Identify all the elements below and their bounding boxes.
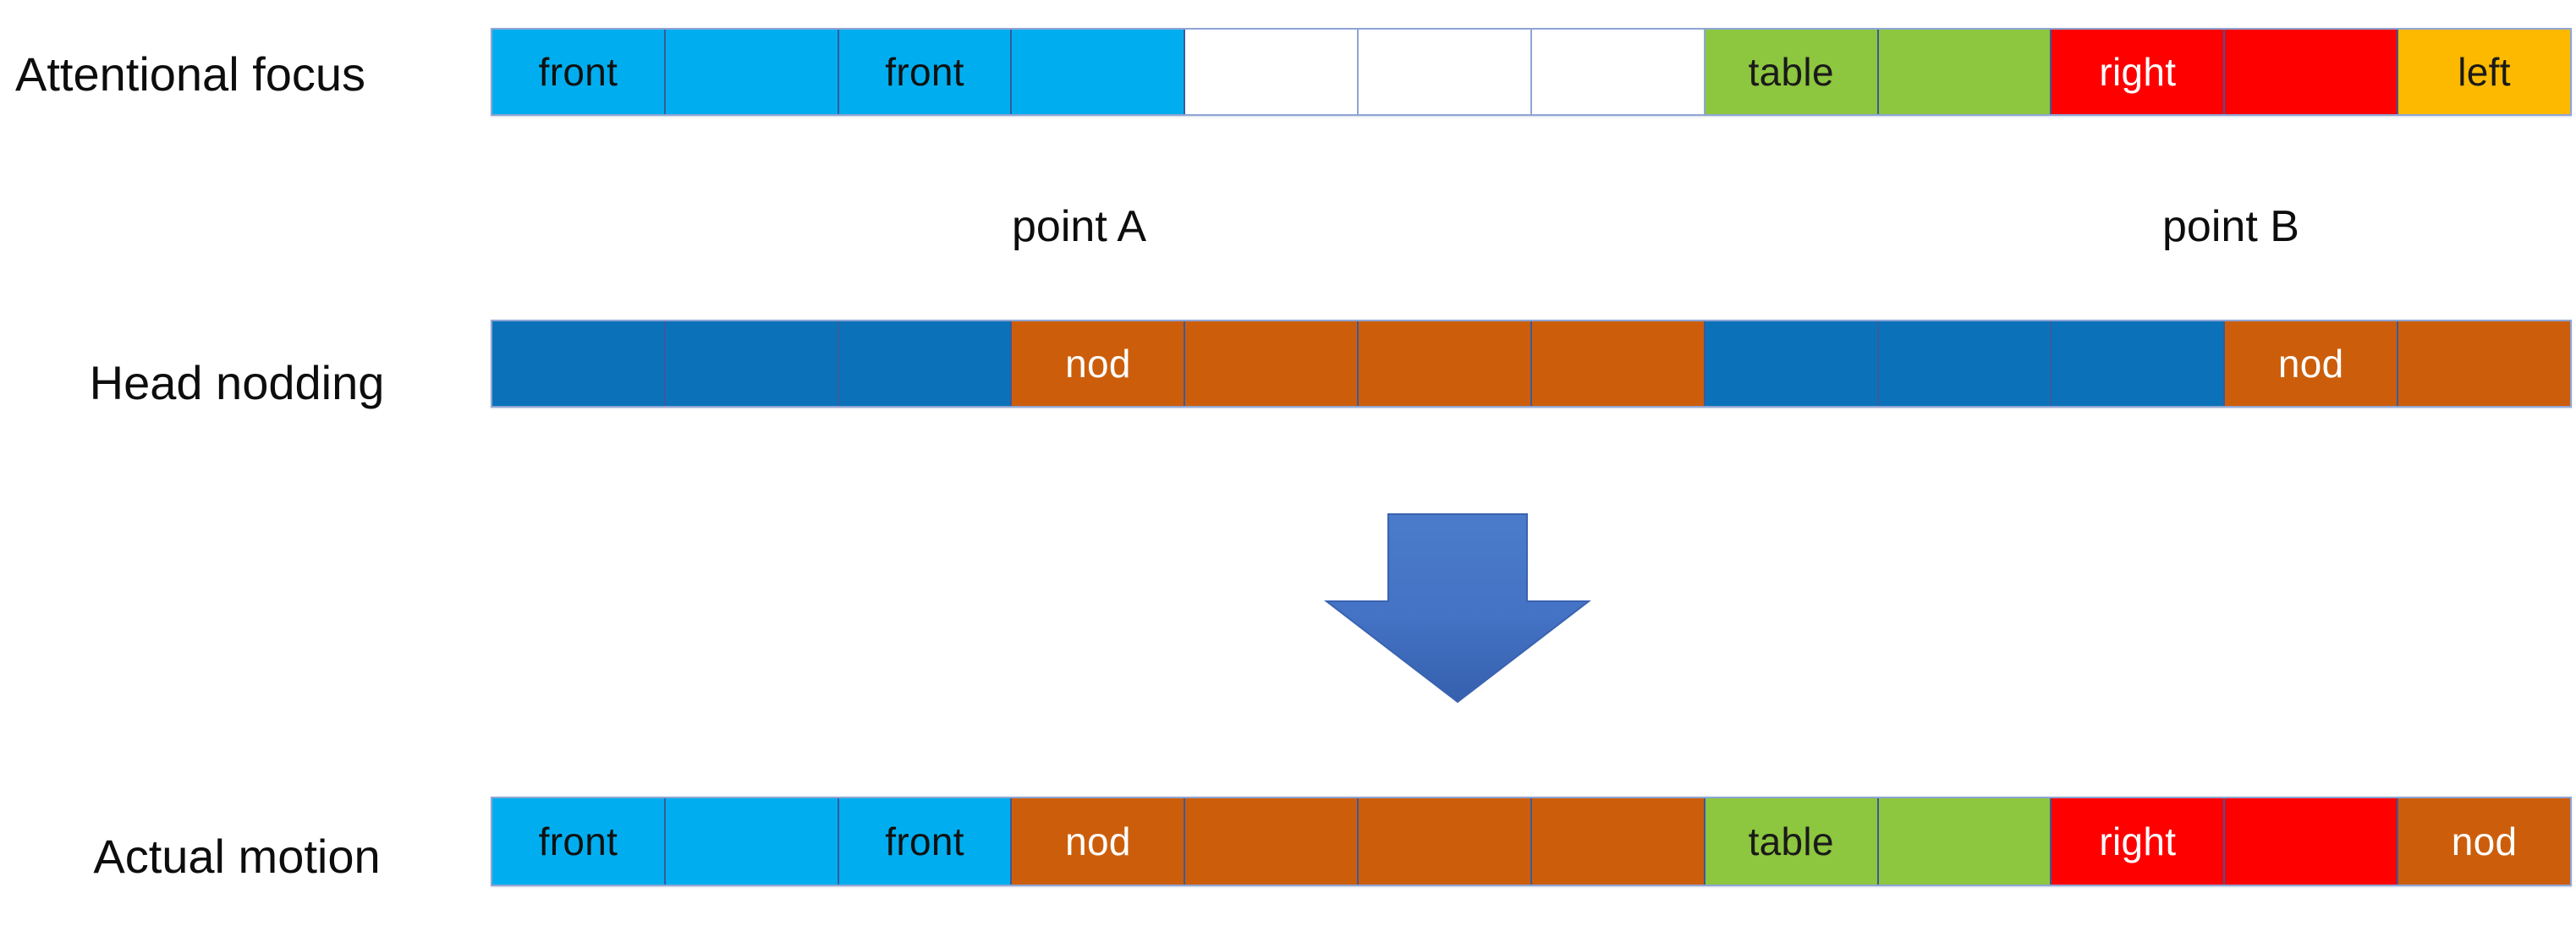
timeline-cell[interactable]: nod (2225, 321, 2399, 406)
timeline-cell[interactable] (492, 321, 666, 406)
timeline-cell[interactable]: front (492, 30, 666, 114)
timeline-cell[interactable]: right (2051, 798, 2226, 885)
timeline-cell[interactable]: right (2051, 30, 2226, 114)
timeline-cell[interactable]: front (838, 798, 1013, 885)
timeline-cell[interactable]: nod (2398, 798, 2570, 885)
row-label-actual-motion: Actual motion (93, 830, 381, 883)
timeline-cell[interactable] (1359, 321, 1532, 406)
timeline-cell[interactable] (1012, 30, 1186, 114)
timeline-cell[interactable]: nod (1012, 798, 1186, 885)
timeline-cell[interactable] (1185, 321, 1359, 406)
timeline-cell[interactable]: table (1705, 798, 1879, 885)
timeline-cell[interactable] (665, 321, 839, 406)
timeline-cell[interactable]: front (838, 30, 1013, 114)
timeline-cell[interactable] (1878, 321, 2052, 406)
timeline-cell[interactable] (1531, 30, 1705, 114)
timeline-attentional-focus: front front table right left (491, 28, 2572, 116)
timeline-head-nodding: nod nod (491, 320, 2572, 408)
annotation-point-b: point B (2162, 202, 2299, 251)
row-label-head-nodding: Head nodding (89, 356, 385, 409)
timeline-cell[interactable] (2051, 321, 2226, 406)
timeline-cell[interactable] (1185, 798, 1359, 885)
timeline-cell[interactable] (1531, 321, 1705, 406)
timeline-cell[interactable] (2225, 30, 2399, 114)
timeline-cell[interactable] (1878, 798, 2052, 885)
timeline-cell[interactable] (2398, 321, 2570, 406)
timeline-cell[interactable] (1878, 30, 2052, 114)
annotation-point-a: point A (1012, 202, 1147, 251)
row-label-attentional-focus: Attentional focus (15, 47, 366, 101)
timeline-cell[interactable] (1705, 321, 1879, 406)
timeline-cell[interactable]: front (492, 798, 666, 885)
timeline-cell[interactable]: nod (1012, 321, 1186, 406)
timeline-cell[interactable] (665, 30, 839, 114)
down-arrow-icon (1310, 506, 1606, 717)
timeline-cell[interactable] (838, 321, 1013, 406)
timeline-cell[interactable] (1531, 798, 1705, 885)
timeline-cell[interactable]: left (2398, 30, 2570, 114)
timeline-cell[interactable]: table (1705, 30, 1879, 114)
timeline-cell[interactable] (1359, 798, 1532, 885)
timeline-cell[interactable] (1185, 30, 1359, 114)
timeline-cell[interactable] (2225, 798, 2399, 885)
timeline-cell[interactable] (1359, 30, 1532, 114)
timeline-cell[interactable] (665, 798, 839, 885)
